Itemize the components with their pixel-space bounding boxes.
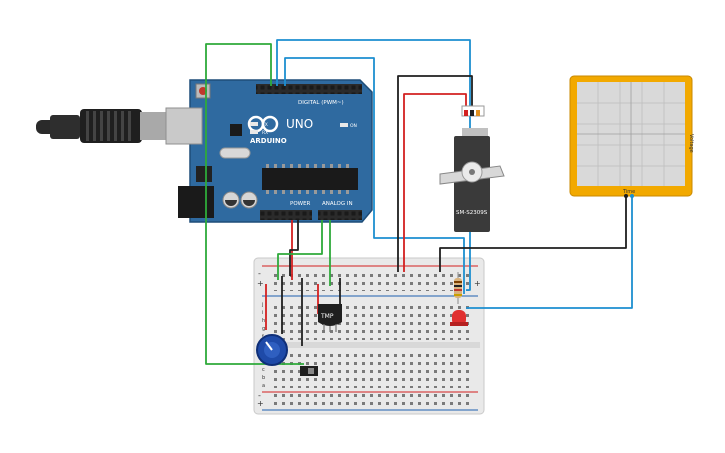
usb-chip [230, 124, 242, 136]
arduino-uno-board: ARDUINO UNO DIGITAL (PWM~) POWER ANALOG … [165, 79, 373, 223]
row-letter: a [262, 383, 265, 389]
row-letter: j [261, 302, 263, 308]
wire-red-servo [403, 93, 467, 272]
wires [205, 39, 633, 365]
row-letter: b [262, 375, 265, 381]
wire-blue-scope [466, 196, 633, 309]
on-label: ON [350, 123, 357, 129]
rail-plus-top-right: + [474, 279, 481, 288]
arduino-logo-text: ARDUINO [250, 137, 287, 145]
rx-led [250, 130, 258, 134]
regulator [196, 166, 212, 182]
servo-motor: SM-S2309S [439, 105, 505, 232]
breadboard: + - + + - j i h g f e d c b a [253, 257, 485, 415]
rail-minus-bottom-left: - [258, 391, 261, 400]
rail-plus-bottom-left: + [257, 399, 264, 408]
scope-x-label: Time [622, 189, 635, 195]
digital-label: DIGITAL (PWM~) [298, 100, 344, 106]
arduino-model-label: UNO [286, 117, 313, 131]
row-letter: g [262, 326, 265, 332]
row-letter: h [262, 318, 265, 324]
slide-switch[interactable] [300, 366, 318, 376]
rx-label: RX [262, 130, 268, 136]
on-led [340, 123, 348, 127]
wire-green-switch [205, 43, 304, 365]
wire-black-servo [397, 75, 473, 272]
servo-label: SM-S2309S [456, 210, 488, 216]
rail-plus-top-left: + [257, 279, 264, 288]
power-label: POWER [290, 201, 311, 207]
resistor [454, 272, 462, 304]
red-led [450, 310, 468, 326]
wire-black-scope [439, 196, 627, 272]
power-jack [178, 186, 214, 218]
wire-green-a0 [277, 220, 323, 280]
wire-black-gnd [289, 220, 299, 276]
crystal [219, 147, 251, 159]
temperature-sensor: TMP [318, 304, 342, 332]
atmega-chip [262, 168, 358, 190]
row-letter: c [262, 367, 265, 373]
row-letter: i [262, 310, 263, 316]
wire-blue-led [276, 39, 471, 291]
potentiometer[interactable] [256, 334, 288, 366]
tx-led [250, 122, 258, 126]
scope-y-label: Voltage [688, 134, 694, 153]
oscilloscope: Time Voltage [569, 75, 694, 198]
reset-button-icon[interactable] [195, 83, 211, 99]
rail-minus-top-left: - [258, 269, 261, 278]
tx-label: TX [261, 122, 268, 128]
sensor-label: TMP [320, 313, 334, 320]
analog-label: ANALOG IN [322, 201, 353, 207]
usb-jack [165, 107, 203, 145]
